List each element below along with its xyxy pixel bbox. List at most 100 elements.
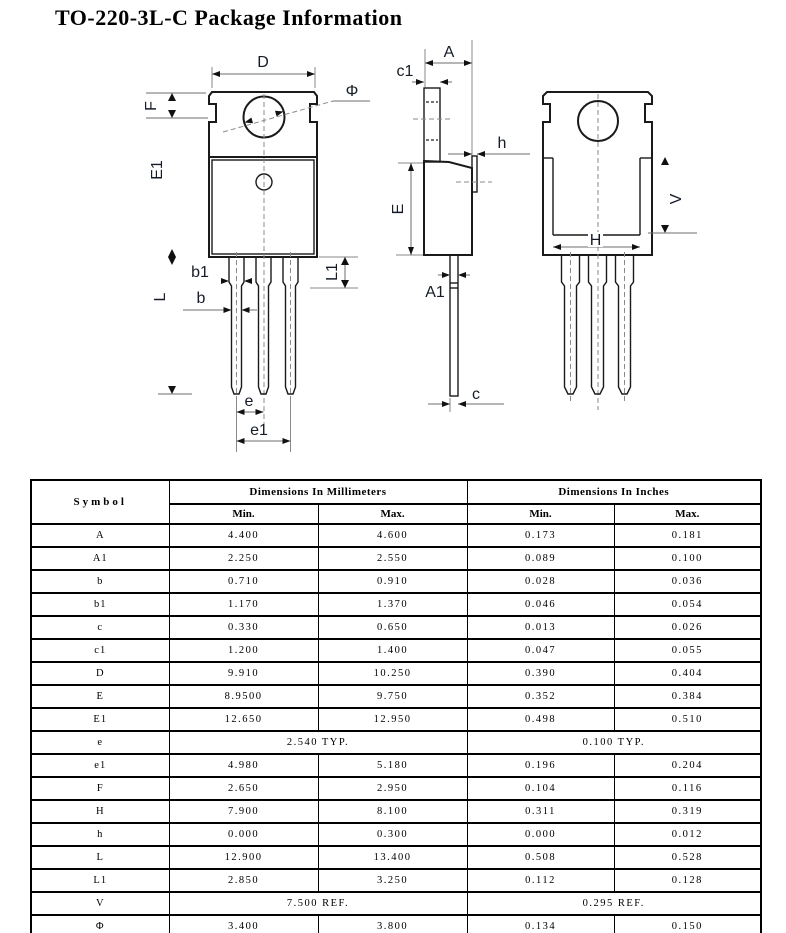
value-cell: 0.036 <box>613 569 762 594</box>
value-cell: 0.300 <box>317 822 468 847</box>
value-cell: 0.104 <box>466 776 615 801</box>
symbol-cell: e <box>30 730 170 755</box>
value-cell: 4.400 <box>168 523 319 548</box>
front-view-drawing: D Φ F E1 <box>143 54 370 452</box>
value-cell: 0.390 <box>466 661 615 686</box>
side-tab-step <box>471 155 478 193</box>
column-header-symbol: Symbol <box>30 479 170 525</box>
subheader-in-min: Min. <box>466 503 615 525</box>
label-e: e <box>245 393 254 410</box>
value-cell: 2.850 <box>168 868 319 893</box>
dimension-e: e <box>236 393 291 452</box>
back-view-drawing: H V <box>542 91 697 410</box>
symbol-cell: E1 <box>30 707 170 732</box>
subheader-in-max: Max. <box>613 503 762 525</box>
value-cell: 0.046 <box>466 592 615 617</box>
value-cell: 9.910 <box>168 661 319 686</box>
front-legs <box>228 252 299 404</box>
value-cell: 4.980 <box>168 753 319 778</box>
value-cell: 0.000 <box>168 822 319 847</box>
label-e1: e1 <box>250 422 268 439</box>
value-cell: 0.710 <box>168 569 319 594</box>
dimension-A: A <box>425 44 472 66</box>
dimensions-table: Symbol Dimensions In Millimeters Dimensi… <box>30 479 763 933</box>
value-cell: 0.000 <box>466 822 615 847</box>
value-cell: 7.500 REF. <box>168 891 468 916</box>
front-body-inner <box>211 159 315 255</box>
value-cell: 0.528 <box>613 845 762 870</box>
value-cell: 5.180 <box>317 753 468 778</box>
label-F: F <box>143 101 160 111</box>
label-c: c <box>472 386 480 403</box>
label-b1: b1 <box>191 264 209 281</box>
side-tab-outline <box>423 87 441 163</box>
label-phi: Φ <box>346 83 359 100</box>
back-legs <box>560 252 635 404</box>
label-H: H <box>590 232 602 249</box>
value-cell: 0.319 <box>613 799 762 824</box>
value-cell: 9.750 <box>317 684 468 709</box>
value-cell: 7.900 <box>168 799 319 824</box>
symbol-cell: h <box>30 822 170 847</box>
symbol-cell: H <box>30 799 170 824</box>
value-cell: 12.650 <box>168 707 319 732</box>
dimension-b1: b1 <box>191 264 252 284</box>
value-cell: 0.404 <box>613 661 762 686</box>
value-cell: 0.134 <box>466 914 615 933</box>
value-cell: 0.196 <box>466 753 615 778</box>
value-cell: 0.013 <box>466 615 615 640</box>
value-cell: 0.508 <box>466 845 615 870</box>
value-cell: 0.054 <box>613 592 762 617</box>
value-cell: 0.028 <box>466 569 615 594</box>
back-inner-pad <box>543 157 652 236</box>
value-cell: 0.100 <box>613 546 762 571</box>
value-cell: 0.100 TYP. <box>466 730 762 755</box>
value-cell: 0.047 <box>466 638 615 663</box>
symbol-cell: E <box>30 684 170 709</box>
value-cell: 3.800 <box>317 914 468 933</box>
value-cell: 0.295 REF. <box>466 891 762 916</box>
label-D: D <box>257 54 269 71</box>
value-cell: 10.250 <box>317 661 468 686</box>
symbol-cell: D <box>30 661 170 686</box>
subheader-mm-min: Min. <box>168 503 319 525</box>
label-c1: c1 <box>397 63 414 80</box>
page-title: TO-220-3L-C Package Information <box>55 5 403 30</box>
value-cell: 0.026 <box>613 615 762 640</box>
value-cell: 1.400 <box>317 638 468 663</box>
value-cell: 0.055 <box>613 638 762 663</box>
side-view-drawing: A c1 <box>390 40 530 412</box>
value-cell: 1.200 <box>168 638 319 663</box>
value-cell: 2.250 <box>168 546 319 571</box>
value-cell: 0.510 <box>613 707 762 732</box>
value-cell: 8.100 <box>317 799 468 824</box>
value-cell: 3.250 <box>317 868 468 893</box>
subheader-mm-max: Max. <box>317 503 468 525</box>
value-cell: 12.900 <box>168 845 319 870</box>
value-cell: 2.950 <box>317 776 468 801</box>
value-cell: 2.650 <box>168 776 319 801</box>
value-cell: 12.950 <box>317 707 468 732</box>
value-cell: 0.089 <box>466 546 615 571</box>
dimension-e1: e1 <box>236 422 291 444</box>
value-cell: 0.012 <box>613 822 762 847</box>
symbol-cell: L <box>30 845 170 870</box>
symbol-cell: c <box>30 615 170 640</box>
back-outline <box>542 91 653 256</box>
